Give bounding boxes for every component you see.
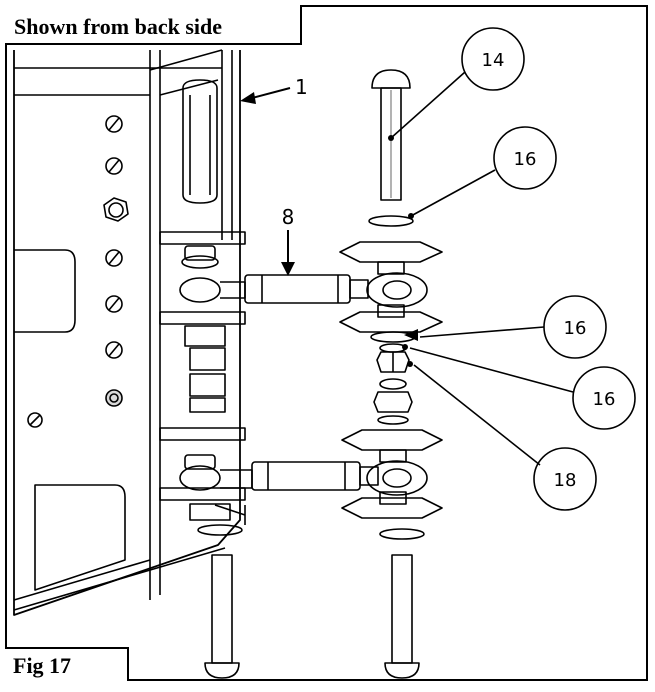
arrow-1 [240, 87, 291, 104]
callout-1-label: 1 [295, 75, 308, 99]
washer-top [368, 215, 414, 227]
arrow-16 [404, 329, 418, 341]
panel-holes [105, 115, 123, 407]
top-pin [371, 69, 411, 201]
leader-dots [388, 135, 414, 367]
arrow-8 [281, 230, 295, 276]
figure-label: Fig 17 [13, 653, 72, 678]
hinge-stack [159, 231, 246, 525]
upper-rod-assembly [179, 272, 428, 308]
figure-border [5, 5, 648, 681]
bracket-slot [182, 79, 218, 204]
washer-bottom [379, 528, 425, 540]
lower-clevis [341, 429, 443, 519]
callout-8-label: 8 [282, 205, 295, 229]
leader-lines [390, 71, 574, 466]
view-note-title: Shown from back side [14, 14, 223, 39]
callout-16a-label: 16 [514, 149, 537, 170]
header-box [5, 5, 302, 45]
callout-16b-label: 16 [564, 318, 587, 339]
callout-16c-label: 16 [593, 389, 616, 410]
callout-14-label: 14 [482, 50, 505, 71]
lower-rod-assembly [179, 460, 428, 496]
upper-clevis [339, 241, 443, 333]
hex-bolt-head [103, 197, 129, 222]
figure-label-box [5, 647, 129, 681]
bottom-pin-left [197, 524, 243, 679]
callout-18-label: 18 [554, 470, 577, 491]
bottom-pin-right [384, 554, 420, 679]
